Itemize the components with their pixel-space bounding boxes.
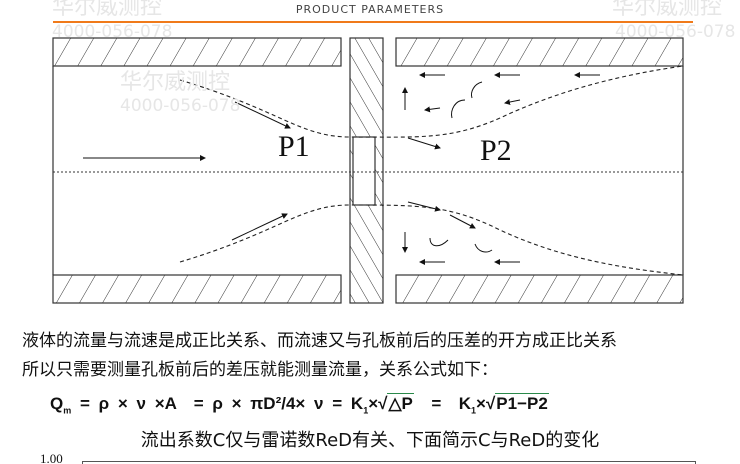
formula-sqrt: ×√ — [476, 394, 496, 413]
formula-qm: Q — [50, 394, 64, 413]
formula-k1-sub: 1 — [471, 405, 477, 416]
watermark: 华尔威测控 — [612, 0, 723, 20]
label-p1: P1 — [278, 130, 310, 163]
streamline-top — [179, 65, 684, 138]
formula-k1: K — [458, 394, 472, 413]
chart-ytick: 1.00 — [40, 451, 63, 464]
watermark: 华尔威测控 — [120, 70, 231, 95]
formula-p1p2: P1−P2 — [495, 393, 549, 413]
watermark: 华尔威测控 — [52, 0, 163, 20]
watermark: 4000-056-078 — [52, 22, 173, 42]
pipe-wall-top-left — [52, 37, 342, 67]
chart-top-border — [82, 461, 696, 464]
streamline-bottom — [179, 204, 684, 276]
formula-eq: = — [431, 394, 442, 413]
pipe-wall-bottom-right — [395, 274, 684, 304]
flow-formula: Qm = ρ × ν ×A = ρ × πD²/4× ν = K1×√△P = … — [50, 393, 549, 421]
description-line-1: 液体的流量与流速是成正比关系、而流速又与孔板前后的压差的开方成正比关系 — [22, 331, 617, 351]
description-line-2: 所以只需要测量孔板前后的差压就能测量流量，关系公式如下： — [22, 360, 498, 380]
orifice-plate-diagram — [52, 37, 684, 304]
pipe-wall-top-right — [395, 37, 684, 67]
formula-sqrt: ×√ — [368, 394, 388, 413]
formula-part1: = ρ × ν ×A — [79, 394, 177, 413]
watermark: 4000-056-078 — [120, 96, 241, 116]
formula-part2: = ρ × πD²/4× ν = — [193, 394, 343, 413]
orifice-opening — [352, 136, 376, 206]
label-p2: P2 — [480, 134, 512, 167]
watermark: 4000-056-078 — [615, 22, 736, 42]
header-divider — [53, 21, 693, 23]
formula-qm-sub: m — [63, 405, 72, 416]
header-title: PRODUCT PARAMETERS — [295, 3, 445, 16]
pipe-wall-bottom-left — [52, 274, 342, 304]
formula-k1-sub: 1 — [363, 405, 369, 416]
formula-dp: △P — [387, 393, 414, 413]
formula-k1: K — [350, 394, 364, 413]
caption: 流出系数C仅与雷诺数ReD有关、下面简示C与ReD的变化 — [140, 430, 600, 451]
